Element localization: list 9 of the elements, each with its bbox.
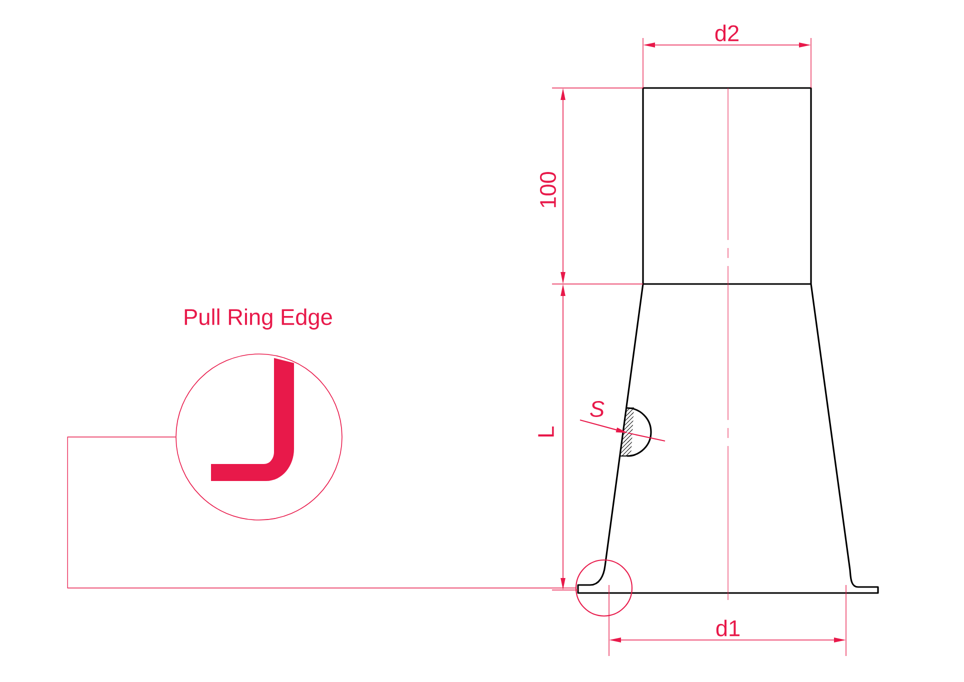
detail-circle <box>575 559 633 617</box>
dimension-text: S <box>590 400 604 418</box>
dimension-text: d2 <box>715 24 738 42</box>
detail-circle <box>176 354 342 520</box>
dimension-text: 100 <box>540 172 556 208</box>
dimension-text: L <box>538 426 554 436</box>
dimension-text: d1 <box>716 620 740 636</box>
detail-heading: Pull Ring Edge <box>184 308 332 330</box>
leader-line <box>67 436 576 588</box>
